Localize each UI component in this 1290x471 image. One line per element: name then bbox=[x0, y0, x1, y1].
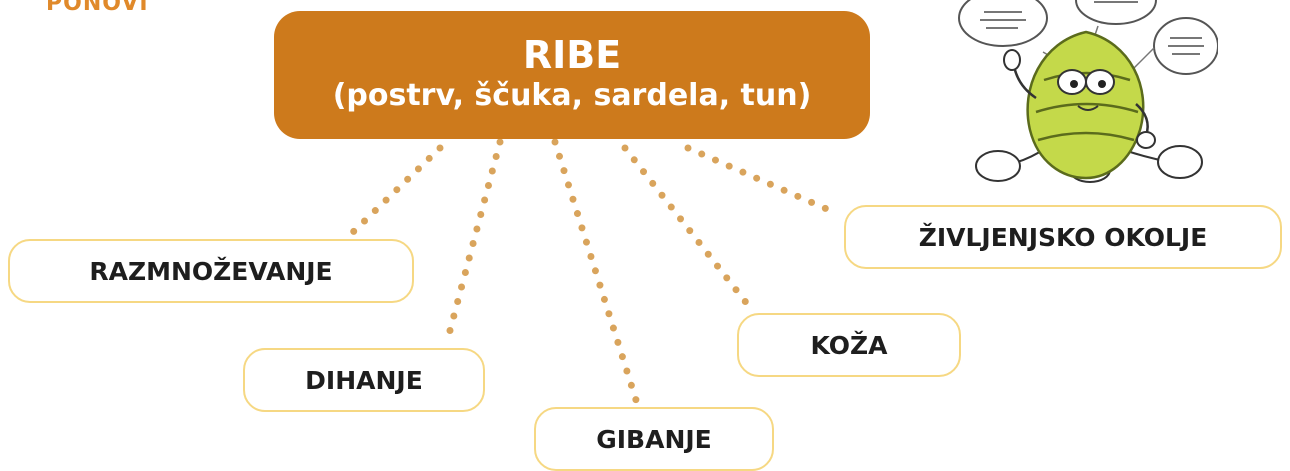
hop-cone-character-icon bbox=[958, 0, 1218, 183]
node-dihanje: DIHANJE bbox=[243, 348, 485, 412]
node-gibanje-label: GIBANJE bbox=[596, 424, 712, 454]
node-dihanje-label: DIHANJE bbox=[305, 365, 423, 395]
central-concept-subtitle: (postrv, ščuka, sardela, tun) bbox=[332, 78, 812, 113]
connector-razmnozevanje bbox=[346, 144, 444, 239]
node-razmnozevanje-label: RAZMNOŽEVANJE bbox=[89, 256, 333, 286]
section-label: PONOVI bbox=[46, 0, 149, 16]
node-razmnozevanje: RAZMNOŽEVANJE bbox=[8, 239, 414, 303]
node-zivljenjsko-okolje-label: ŽIVLJENJSKO OKOLJE bbox=[918, 222, 1208, 252]
node-zivljenjsko-okolje: ŽIVLJENJSKO OKOLJE bbox=[844, 205, 1282, 269]
speech-bubble-icon bbox=[958, 0, 1218, 75]
node-koza-label: KOŽA bbox=[810, 330, 888, 360]
connector-gibanje bbox=[551, 138, 640, 404]
connector-zivljenjsko-okolje bbox=[684, 144, 842, 218]
central-concept-title: RIBE bbox=[522, 33, 622, 77]
node-gibanje: GIBANJE bbox=[534, 407, 774, 471]
central-concept-box: RIBE (postrv, ščuka, sardela, tun) bbox=[274, 11, 870, 139]
node-koza: KOŽA bbox=[737, 313, 961, 377]
connector-koza bbox=[621, 144, 752, 309]
connector-dihanje bbox=[444, 138, 504, 342]
